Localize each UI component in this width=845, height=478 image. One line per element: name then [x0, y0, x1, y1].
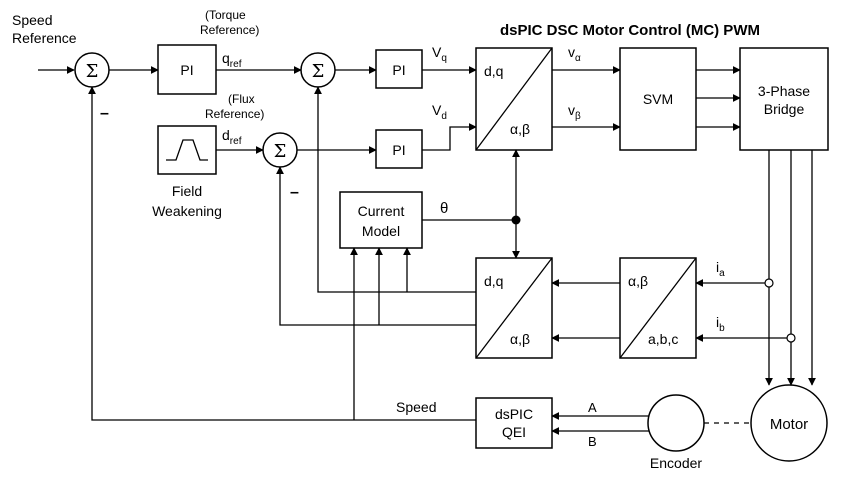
diagram-title: dsPIC DSC Motor Control (MC) PWM — [500, 22, 760, 39]
motor-label: Motor — [770, 416, 808, 433]
line-id-feedback — [276, 166, 476, 326]
ia-label: ia — [716, 259, 725, 279]
clarke-diagonal — [619, 257, 697, 359]
vd-label: Vd — [432, 102, 447, 122]
field-weakening-block — [157, 125, 217, 175]
speed-summer-sigma: Σ — [86, 61, 99, 82]
encoder-label: Encoder — [650, 455, 702, 471]
field-weakening-icon — [166, 139, 208, 161]
qei-label: dsPIC — [495, 406, 533, 422]
current-model-block — [339, 191, 423, 249]
ib-label: ib — [716, 314, 725, 334]
flux-reference-label: (Flux — [228, 92, 255, 106]
qei-block — [475, 397, 553, 449]
v-beta-label: vβ — [568, 102, 581, 122]
field-weakening-label-2: Weakening — [152, 203, 222, 219]
inverse-park-diagonal — [475, 47, 553, 151]
inverse-park-top-label: d,q — [484, 63, 503, 79]
encoder-a-label: A — [588, 400, 597, 415]
svm-label: SVM — [643, 91, 673, 107]
line-speed-feedback — [88, 86, 476, 421]
q-pi-label: PI — [392, 62, 405, 78]
speed-reference-label: Speed — [12, 12, 52, 28]
clarke-top-label: α,β — [628, 273, 648, 289]
speed-pi-block — [157, 44, 217, 95]
vq-label: Vq — [432, 44, 447, 64]
d-summer-sigma: Σ — [274, 141, 287, 162]
flux-reference-label-2: Reference) — [205, 107, 264, 121]
speed-summer-minus: – — [100, 105, 109, 122]
speed-reference-label-2: Reference — [12, 30, 77, 46]
bridge-label-2: Bridge — [764, 101, 805, 117]
speed-feedback-label: Speed — [396, 399, 436, 415]
ia-sense-tap — [764, 278, 774, 288]
torque-reference-label-2: Reference) — [200, 23, 259, 37]
line-vd — [422, 123, 477, 151]
field-weakening-label: Field — [172, 183, 202, 199]
inverse-park-bottom-label: α,β — [510, 121, 530, 137]
park-diagonal — [475, 257, 553, 359]
park-top-label: d,q — [484, 273, 503, 289]
current-model-label-2: Model — [362, 223, 400, 239]
encoder-block — [647, 394, 705, 452]
clarke-bottom-label: a,b,c — [648, 331, 678, 347]
svm-block — [619, 47, 697, 151]
d-ref-label: dref — [222, 127, 242, 147]
line-iq-feedback — [314, 86, 476, 293]
q-summer-sigma: Σ — [312, 61, 325, 82]
d-pi-label: PI — [392, 142, 405, 158]
three-phase-bridge-block — [739, 47, 829, 151]
qei-label-2: QEI — [502, 424, 526, 440]
current-model-label: Current — [358, 203, 405, 219]
q-pi-block — [375, 49, 423, 89]
v-alpha-label: vα — [568, 44, 581, 64]
park-bottom-label: α,β — [510, 331, 530, 347]
q-ref-label: qref — [222, 50, 242, 70]
torque-reference-label: (Torque — [205, 8, 246, 22]
encoder-b-label: B — [588, 434, 597, 449]
ib-sense-tap — [786, 333, 796, 343]
theta-label: θ — [440, 200, 448, 217]
d-pi-block — [375, 129, 423, 169]
speed-pi-label: PI — [180, 62, 193, 78]
d-summer-minus: – — [290, 184, 299, 201]
bridge-label: 3-Phase — [758, 83, 810, 99]
motor-block — [750, 384, 828, 462]
